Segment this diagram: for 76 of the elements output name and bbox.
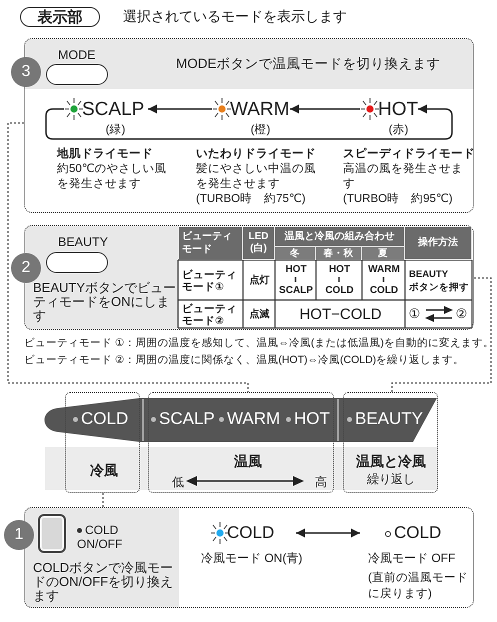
mode-name: COLD	[385, 523, 442, 543]
mode-name: WARM	[230, 99, 290, 121]
switch-label: COLD	[73, 409, 128, 429]
step-badge: 3	[11, 57, 41, 87]
table-cell-text: WARM	[367, 263, 401, 276]
led-color-note: (緑)	[106, 122, 126, 137]
section-label: 温風と冷風	[356, 453, 426, 471]
table-cell-text: COLD	[324, 284, 355, 297]
section-frame	[343, 392, 438, 493]
switch-label: HOT	[286, 409, 330, 429]
scale-label: 高	[315, 474, 327, 491]
switch-label: SCALP	[151, 409, 215, 429]
scale-label: 低	[172, 474, 184, 491]
table-header-cell: 夏	[362, 247, 405, 260]
button-label: COLD ON/OFF	[77, 523, 124, 551]
mode-description: 約50℃のやさしい風を発生させます	[57, 162, 167, 192]
arrow	[148, 104, 212, 114]
table-header-cell: 温風と冷風の組み合わせ	[275, 227, 405, 247]
double-arrow	[296, 528, 360, 538]
mode-status: 冷風モード OFF	[368, 550, 456, 567]
mode-title: いたわりドライモード	[196, 147, 316, 162]
table-header-cell: 操作方法	[405, 227, 472, 260]
mode-description: 髪にやさしい中温の風を発生させます	[196, 162, 317, 192]
instruction-text: MODEボタンで温風モードを切り換えます	[176, 57, 442, 72]
section-frame	[65, 392, 140, 493]
mode-name: COLD	[227, 523, 274, 543]
leader-line	[391, 277, 492, 392]
table-cell-text: HOT	[284, 263, 308, 276]
table-cell-text: 点滅	[248, 308, 270, 322]
mode-name: HOT	[378, 99, 418, 121]
note-text: ビューティモード ②：周囲の温度に関係なく、温風(HOT)⇔冷風(COLD)を繰り返します。	[24, 353, 464, 367]
switch-label: WARM	[219, 409, 280, 429]
table-cell-text: SCALP	[278, 284, 314, 297]
step-badge: 1	[4, 520, 34, 550]
instruction-panel	[24, 507, 474, 608]
instruction-text: BEAUTYボタンでビューティモードをONにします	[33, 281, 178, 323]
description-text: 選択されているモードを表示します	[123, 8, 347, 26]
mode-status: 冷風モード ON(青)	[201, 550, 302, 567]
arrow	[45, 104, 453, 140]
instruction-panel	[24, 38, 474, 213]
temperature-note: (TURBO時 約95℃)	[343, 192, 453, 207]
led-color-note: (橙)	[250, 122, 270, 137]
section-frame	[148, 392, 334, 493]
temperature-note: (TURBO時 約75℃)	[196, 192, 306, 207]
table-cell-text: HOT	[328, 263, 352, 276]
table-header-cell: LED(白)	[243, 227, 275, 260]
leader-line	[102, 493, 104, 507]
note-text: ビューティモード ①：周囲の温度を感知して、温風⇔冷風(または低温風)を自動的に変えます。	[24, 336, 494, 350]
section-label: 温風	[234, 453, 262, 471]
mode-note: (直前の温風モードに戻ります)	[368, 570, 468, 602]
switch-label: BEAUTY	[347, 409, 424, 429]
button-label: MODE	[58, 48, 96, 62]
table-cell-text: 点灯	[248, 274, 270, 288]
table-header-cell: 冬	[275, 247, 316, 260]
table-cell-text: COLD	[368, 284, 400, 297]
mode-title: 地肌ドライモード	[57, 147, 153, 162]
section-tag: 表示部	[20, 7, 100, 27]
table-cell-text: ビューティモード①	[181, 268, 238, 294]
table-cell-text: HOT−COLD	[298, 305, 383, 325]
table-header-cell: 春・秋	[316, 247, 362, 260]
led-color-note: (赤)	[388, 122, 408, 137]
section-label: 冷風	[90, 462, 118, 480]
mode-description: 高温の風を発生させます	[343, 162, 464, 192]
button-label: BEAUTY	[58, 235, 108, 249]
mode-title: スピーディドライモード	[343, 147, 475, 162]
mode-name: SCALP	[82, 99, 144, 121]
step-badge: 2	[11, 253, 41, 283]
leader-line	[7, 122, 249, 392]
arrow	[290, 104, 360, 114]
step-number: ②	[454, 306, 468, 322]
section-note: 繰り返し	[367, 471, 415, 488]
instruction-text: COLDボタンで冷風モードのON/OFFを切り換えます	[33, 561, 174, 603]
table-header-cell: ビューティモード	[179, 227, 243, 260]
step-number: ①	[408, 306, 422, 322]
table-cell-text: ビューティモード②	[181, 302, 238, 328]
table-cell-text: BEAUTYボタンを押す	[408, 268, 470, 294]
